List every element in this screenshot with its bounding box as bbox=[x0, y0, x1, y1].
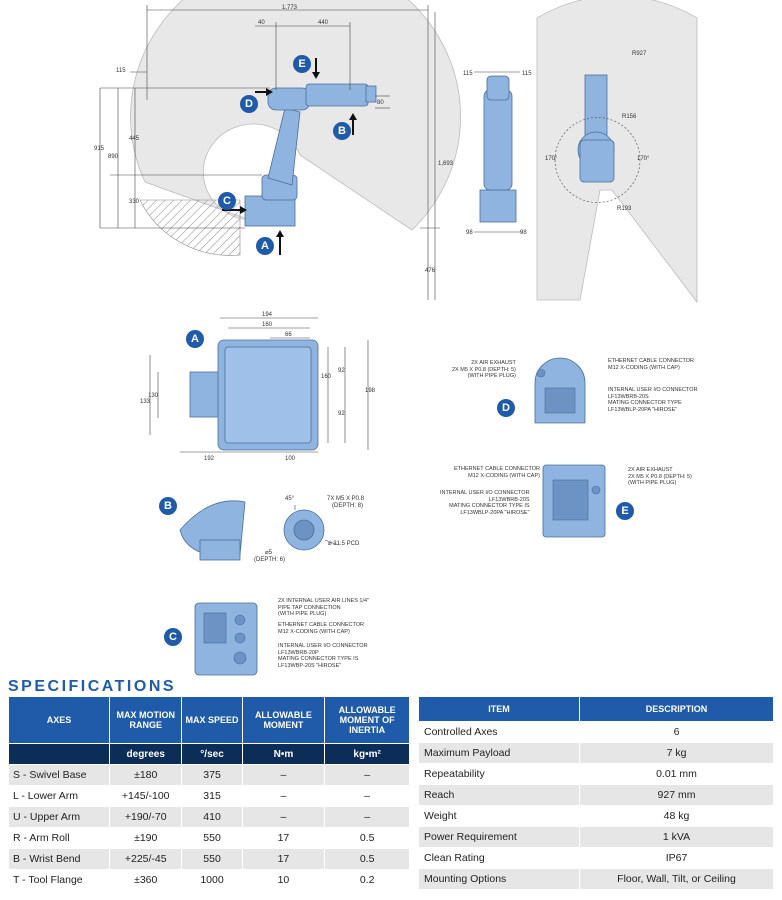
specifications-title: SPECIFICATIONS bbox=[8, 678, 177, 695]
view-badge-d: D bbox=[240, 95, 258, 113]
view-a-badge: A bbox=[186, 330, 204, 348]
view-badge-b: B bbox=[333, 122, 351, 140]
view-e-badge: E bbox=[616, 502, 634, 520]
dim-b-d5: ⌀5 bbox=[265, 550, 273, 556]
dim-440: 440 bbox=[318, 20, 329, 26]
dim-1693: 1,693 bbox=[438, 161, 454, 167]
dim-b-45: 45° bbox=[285, 496, 295, 502]
dim-115-left: 115 bbox=[463, 71, 473, 77]
dim-r927: R927 bbox=[632, 51, 647, 57]
dim-98-right: 98 bbox=[520, 230, 527, 236]
dim-115-right: 115 bbox=[522, 71, 532, 77]
dim-a-66: 66 bbox=[285, 332, 292, 338]
view-d-badge: D bbox=[497, 399, 515, 417]
view-b-badge: B bbox=[159, 497, 177, 515]
dim-a-133: 133 bbox=[140, 399, 151, 405]
dim-a-192: 192 bbox=[204, 456, 215, 462]
dim-a-160v: 160 bbox=[321, 374, 332, 380]
dim-170-left: 170° bbox=[545, 156, 558, 162]
units-row: degrees °/sec N•m kg•m² bbox=[8, 743, 410, 765]
dim-b-pcd: ⌀ 31.5 PCD bbox=[328, 541, 360, 547]
axes-spec-table: AXES MAX MOTION RANGE MAX SPEED ALLOWABL… bbox=[8, 696, 410, 891]
view-c-badge: C bbox=[164, 628, 182, 646]
dim-890: 890 bbox=[108, 154, 119, 160]
dim-a-130: 130 bbox=[148, 393, 159, 399]
view-badge-c: C bbox=[218, 192, 236, 210]
col-description: DESCRIPTION bbox=[579, 696, 774, 722]
side-view-drawing: 1,773 40 440 115 80 445 890 915 330 1,69… bbox=[94, 0, 698, 304]
view-c-note-air: 2X INTERNAL USER AIR LINES 1/4"PIPE TAP … bbox=[278, 598, 370, 617]
dim-b-depth6: (DEPTH: 6) bbox=[254, 557, 285, 563]
view-c-drawing bbox=[194, 602, 258, 676]
dim-a-92a: 92 bbox=[338, 368, 345, 374]
dim-915: 915 bbox=[94, 146, 105, 152]
note-b-1b: (DEPTH: 8) bbox=[332, 503, 363, 509]
view-d-drawing bbox=[534, 357, 586, 424]
col-axes: AXES bbox=[8, 696, 110, 744]
dim-476: 476 bbox=[425, 268, 436, 274]
view-e-drawing bbox=[542, 464, 606, 538]
col-max-speed: MAX SPEED bbox=[181, 696, 243, 744]
dim-80: 80 bbox=[377, 100, 384, 106]
view-a-drawing: 194 160 66 130 133 160 92 92 198 192 100 bbox=[140, 312, 376, 462]
dim-r193: R193 bbox=[617, 206, 632, 212]
dim-115: 115 bbox=[116, 68, 126, 74]
col-allowable-inertia: ALLOWABLE MOMENT OF INERTIA bbox=[324, 696, 410, 744]
dim-r156: R156 bbox=[622, 114, 637, 120]
col-allowable-moment: ALLOWABLE MOMENT bbox=[241, 696, 326, 744]
view-badge-e: E bbox=[293, 55, 311, 73]
dim-445: 445 bbox=[129, 136, 140, 142]
dim-330: 330 bbox=[129, 199, 140, 205]
view-badge-a: A bbox=[256, 237, 274, 255]
dim-a-194: 194 bbox=[262, 312, 273, 318]
col-max-motion-range: MAX MOTION RANGE bbox=[108, 696, 183, 744]
dim-40: 40 bbox=[258, 20, 265, 26]
col-item: ITEM bbox=[418, 696, 580, 722]
view-b-drawing: 45° 7X M5 X P0.8 (DEPTH: 8) ⌀ 31.5 PCD ⌀… bbox=[179, 496, 365, 563]
dim-170-right: 170° bbox=[637, 156, 650, 162]
dim-1773: 1,773 bbox=[282, 5, 298, 11]
dim-a-92b: 92 bbox=[338, 411, 345, 417]
dim-a-160: 160 bbox=[262, 322, 273, 328]
note-b-1: 7X M5 X P0.8 bbox=[327, 496, 365, 502]
dim-a-198: 198 bbox=[365, 388, 376, 394]
dim-a-100: 100 bbox=[285, 456, 296, 462]
dim-98-left: 98 bbox=[466, 230, 473, 236]
